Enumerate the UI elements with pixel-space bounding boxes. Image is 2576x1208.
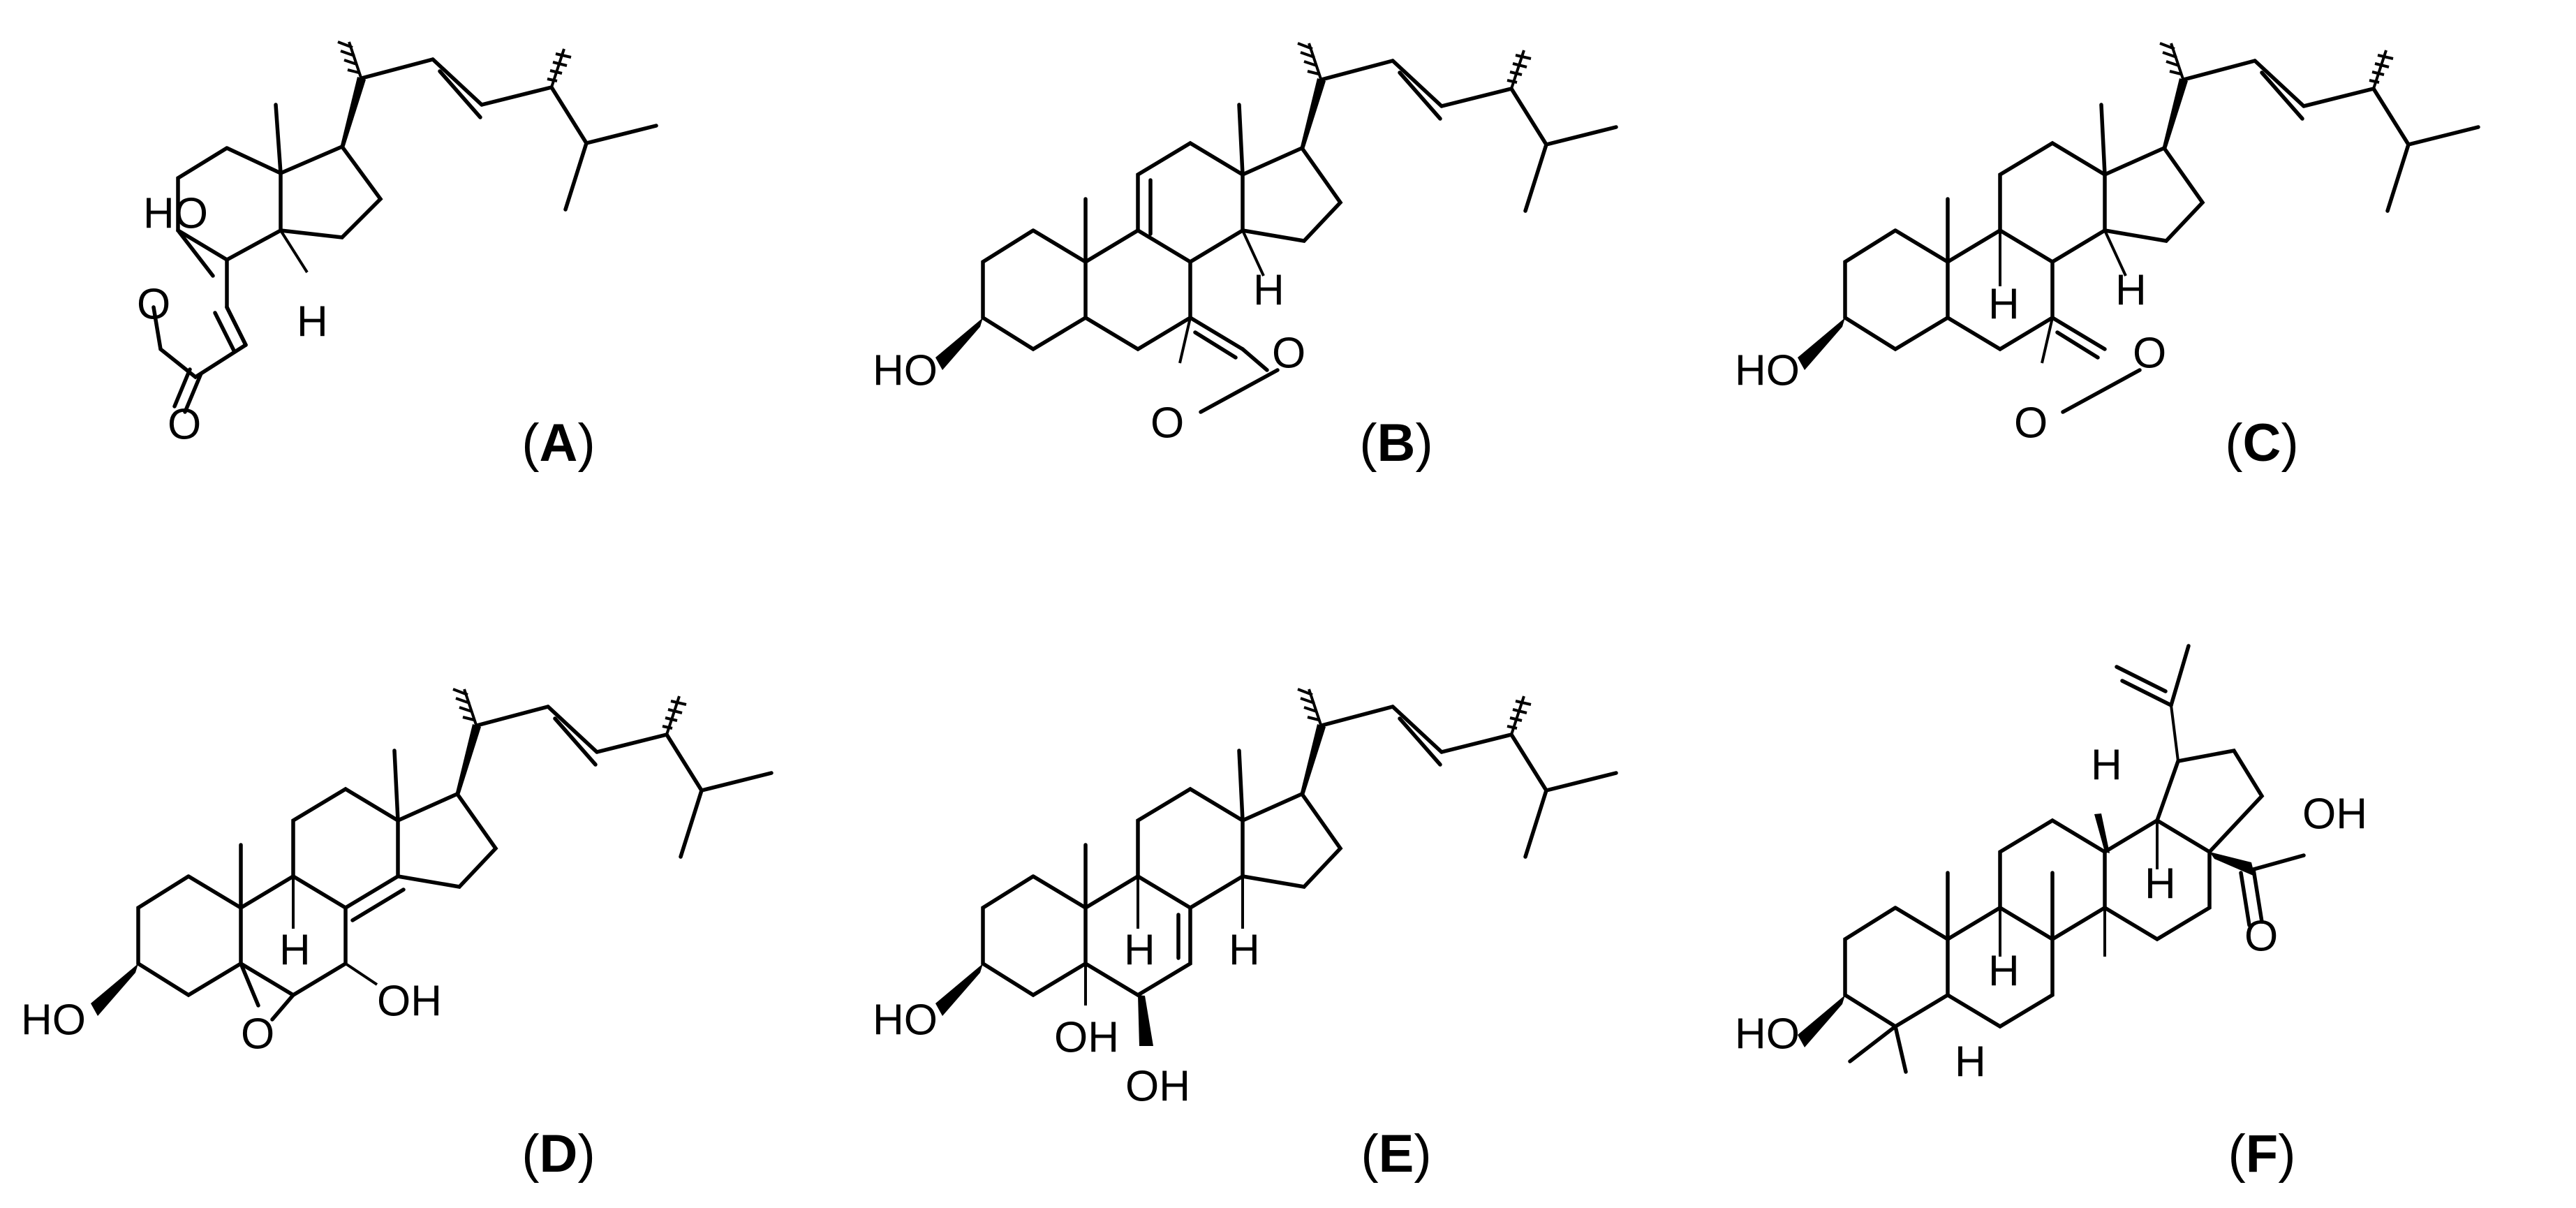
atom-label-o: O (1150, 399, 1184, 447)
structure-e: HO OH OH H H (873, 689, 1616, 1110)
atom-label-h: H (1955, 1038, 1986, 1086)
compound-label-c: (C) (2225, 413, 2299, 473)
compound-label-f: (F) (2228, 1124, 2295, 1184)
atom-label-oh: OH (2302, 790, 2367, 838)
atom-label-h: H (2091, 741, 2122, 789)
atom-label-h: H (2115, 266, 2147, 314)
atom-label-h: H (1253, 266, 1285, 314)
atom-label-ho: HO (1735, 346, 1800, 395)
atom-label-h: H (279, 926, 311, 974)
structure-a: HO O O H (137, 42, 656, 448)
atom-label-ho: HO (873, 346, 938, 395)
atom-label-ho: HO (21, 996, 86, 1044)
structure-f: HO OH O H H H H (1735, 644, 2367, 1086)
atom-label-ho: HO (143, 189, 208, 237)
atom-label-h: H (297, 297, 328, 346)
compound-label-a: (A) (521, 413, 595, 473)
atom-label-o: O (2014, 399, 2048, 447)
atom-label-h: H (1988, 280, 2020, 328)
atom-label-o: O (137, 280, 170, 328)
atom-label-oh: OH (1125, 1062, 1190, 1110)
atom-label-h: H (1124, 926, 1155, 974)
atom-label-o: O (241, 1010, 274, 1058)
atom-label-h: H (1229, 926, 1260, 974)
structure-d: HO OH O H (21, 689, 771, 1058)
structure-c: HO O O H H (1735, 43, 2478, 447)
structure-b: HO O O H (873, 43, 1616, 447)
atom-label-oh: OH (1054, 1013, 1119, 1061)
compound-label-d: (D) (521, 1124, 595, 1184)
compound-label-b: (B) (1359, 413, 1433, 473)
atom-label-oh: OH (377, 977, 442, 1025)
atom-label-ho: HO (1735, 1010, 1800, 1058)
atom-label-h: H (2145, 860, 2176, 908)
atom-label-o: O (2244, 912, 2278, 960)
atom-label-ho: HO (873, 996, 938, 1044)
compound-label-e: (E) (1361, 1124, 1431, 1184)
atom-label-h: H (1988, 947, 2020, 995)
atom-label-o: O (168, 400, 201, 448)
